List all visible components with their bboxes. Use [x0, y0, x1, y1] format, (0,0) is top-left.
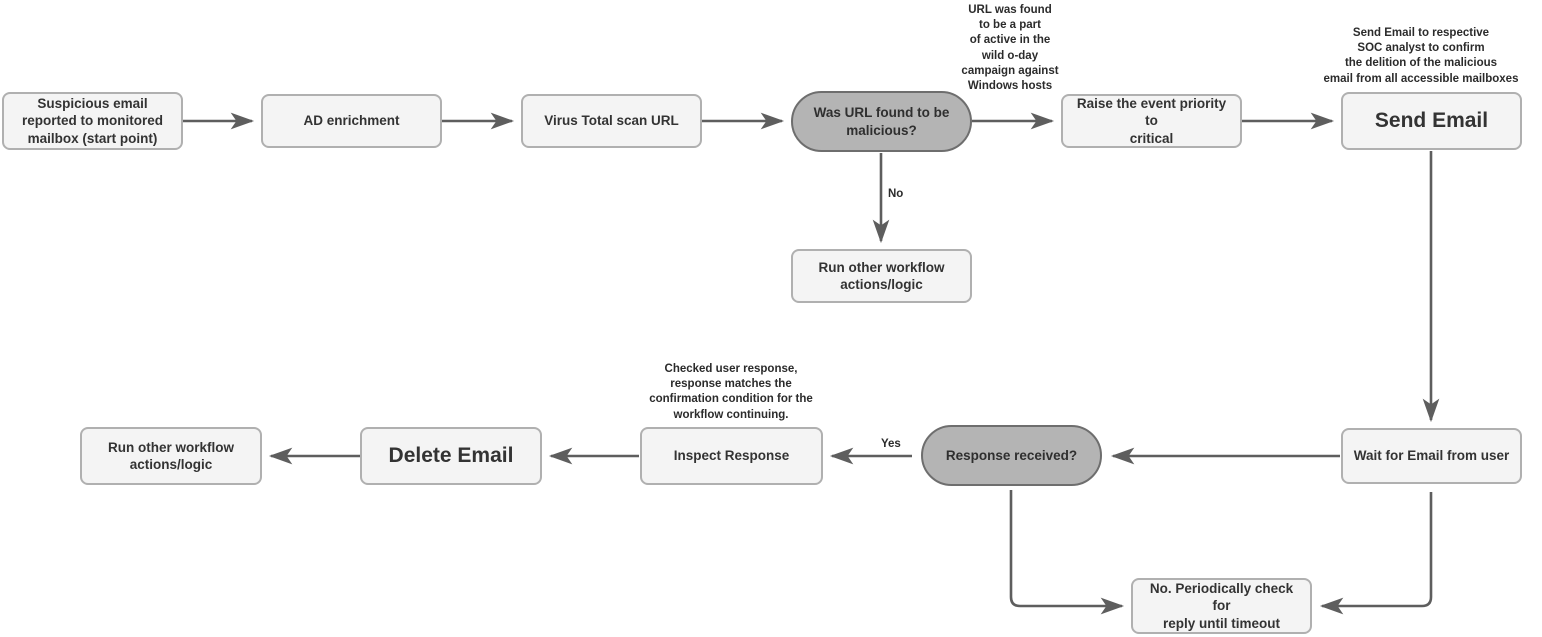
node-raise-event-priority[interactable]: Raise the event priority to critical: [1061, 94, 1242, 148]
node-run-other-workflow-top[interactable]: Run other workflow actions/logic: [791, 249, 972, 303]
node-decision-response-received[interactable]: Response received?: [921, 425, 1102, 486]
edge-wait-email-to-periodic-check: [1319, 492, 1433, 615]
node-run-other-workflow-bottom[interactable]: Run other workflow actions/logic: [80, 427, 262, 485]
node-label: Was URL found to be malicious?: [813, 105, 950, 138]
edge-response-received-to-periodic-check: [1009, 490, 1125, 615]
node-wait-for-email[interactable]: Wait for Email from user: [1341, 428, 1522, 484]
node-label: Delete Email: [388, 443, 514, 467]
edge-label-no: No: [888, 188, 904, 200]
note-send-email: Send Email to respective SOC analyst to …: [1323, 27, 1519, 85]
node-virus-total-scan-url[interactable]: Virus Total scan URL: [521, 94, 702, 148]
node-label: Response received?: [945, 447, 1078, 463]
note-url-campaign: URL was found to be a part of active in …: [961, 4, 1059, 92]
node-label: Send Email: [1374, 108, 1489, 132]
node-start-suspicious-email[interactable]: Suspicious email reported to monitored m…: [2, 92, 183, 150]
note-checked-user-response: Checked user response, response matches …: [649, 363, 813, 421]
node-periodic-check-reply[interactable]: No. Periodically check for reply until t…: [1131, 578, 1312, 634]
node-label: Raise the event priority to critical: [1076, 96, 1227, 146]
node-label: AD enrichment: [303, 113, 400, 129]
node-label: Inspect Response: [673, 448, 790, 464]
node-inspect-response[interactable]: Inspect Response: [640, 427, 823, 485]
node-decision-url-malicious[interactable]: Was URL found to be malicious?: [791, 91, 972, 152]
node-ad-enrichment[interactable]: AD enrichment: [261, 94, 442, 148]
edge-label-yes: Yes: [881, 438, 901, 450]
node-label: Run other workflow actions/logic: [818, 259, 945, 292]
node-label: Wait for Email from user: [1353, 448, 1510, 464]
node-send-email[interactable]: Send Email: [1341, 92, 1522, 150]
node-label: Suspicious email reported to monitored m…: [22, 96, 163, 146]
node-label: Run other workflow actions/logic: [108, 439, 234, 472]
node-delete-email[interactable]: Delete Email: [360, 427, 542, 485]
node-label: Virus Total scan URL: [544, 113, 679, 129]
node-label: No. Periodically check for reply until t…: [1149, 581, 1294, 631]
